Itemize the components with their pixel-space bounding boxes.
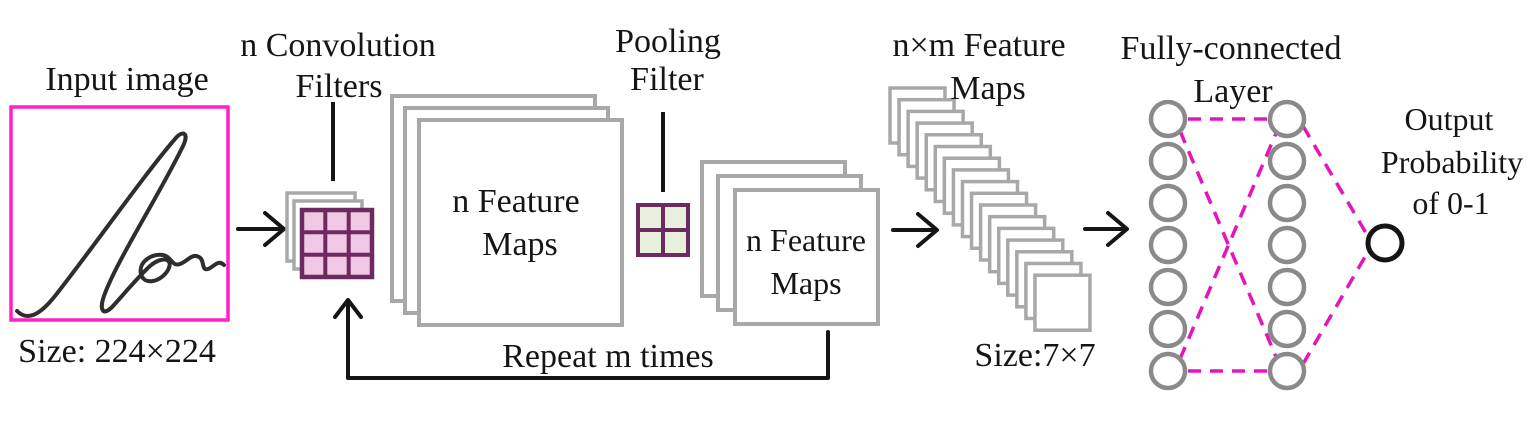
pooling-filter-grid <box>636 203 690 257</box>
fc-node-col1 <box>1148 141 1188 181</box>
feature-maps-1-label-line1: n Feature <box>452 183 580 220</box>
nm-feature-map-sheet <box>1033 273 1092 332</box>
fc-layer-label-line1: Fully-connected <box>1120 30 1342 67</box>
fc-node-col2 <box>1267 141 1307 181</box>
feature-maps-2-label-line2: Maps <box>770 265 842 301</box>
fc-node-col2 <box>1267 183 1307 223</box>
fc-node-col1 <box>1148 99 1188 139</box>
fc-node-col2 <box>1267 99 1307 139</box>
conv-filters-label-line1: n Convolution <box>240 27 436 64</box>
feature-maps-2-stack <box>700 160 880 326</box>
signature-stroke <box>15 131 226 318</box>
feature-map-sheet <box>417 118 624 327</box>
feature-maps-1-stack <box>390 94 624 327</box>
fc-node-col1 <box>1148 267 1188 307</box>
fc-nodes <box>1148 99 1307 391</box>
fc-to-output-bottom <box>1301 249 1371 365</box>
signature-image <box>15 131 226 318</box>
fc-connection-cross-up <box>1178 130 1279 360</box>
arrow-fmap2-to-nm <box>891 212 939 248</box>
pooling-filter-label-line2: Filter <box>630 61 704 98</box>
fc-node-col2 <box>1267 267 1307 307</box>
fc-to-output-top <box>1301 125 1371 239</box>
fc-node-col1 <box>1148 183 1188 223</box>
input-image-title: Input image <box>45 61 209 98</box>
conv-grid-frame <box>299 207 375 280</box>
pooling-filter-label-line1: Pooling <box>615 23 721 60</box>
fc-connection-cross-down <box>1178 130 1279 360</box>
arrow-input-to-conv <box>236 211 286 247</box>
repeat-loop-arrow <box>333 298 830 380</box>
fc-node-col1 <box>1148 351 1188 391</box>
conv-grid-lines <box>303 211 371 276</box>
pooling-grid-lines <box>639 206 687 254</box>
fc-node-col2 <box>1267 225 1307 265</box>
nm-size-label: Size:7×7 <box>974 337 1096 374</box>
fc-node-col1 <box>1148 309 1188 349</box>
arrow-nm-to-fc <box>1083 211 1129 247</box>
fc-node-col1 <box>1148 225 1188 265</box>
fc-connections <box>1178 117 1371 373</box>
repeat-label: Repeat m times <box>502 338 714 375</box>
nm-feature-maps-label-line2: Maps <box>950 70 1026 107</box>
output-node <box>1365 223 1405 263</box>
fc-layer-label-line2: Layer <box>1193 73 1273 110</box>
feature-map-sheet <box>733 188 880 326</box>
fc-node-col2 <box>1267 351 1307 391</box>
output-label-line2: Probability <box>1380 144 1524 180</box>
conv-filter-grid <box>299 207 375 280</box>
nm-feature-maps-stack <box>888 86 1092 332</box>
nm-feature-maps-label-line1: n×m Feature <box>892 27 1066 64</box>
input-size-label: Size: 224×224 <box>18 333 216 370</box>
feature-maps-1-label-line2: Maps <box>482 226 558 263</box>
output-label-line3: of 0-1 <box>1412 185 1490 221</box>
feature-maps-2-label-line1: n Feature <box>746 222 866 258</box>
output-label-line1: Output <box>1404 101 1494 137</box>
fc-node-col2 <box>1267 309 1307 349</box>
conv-filters-label-line2: Filters <box>295 68 383 105</box>
